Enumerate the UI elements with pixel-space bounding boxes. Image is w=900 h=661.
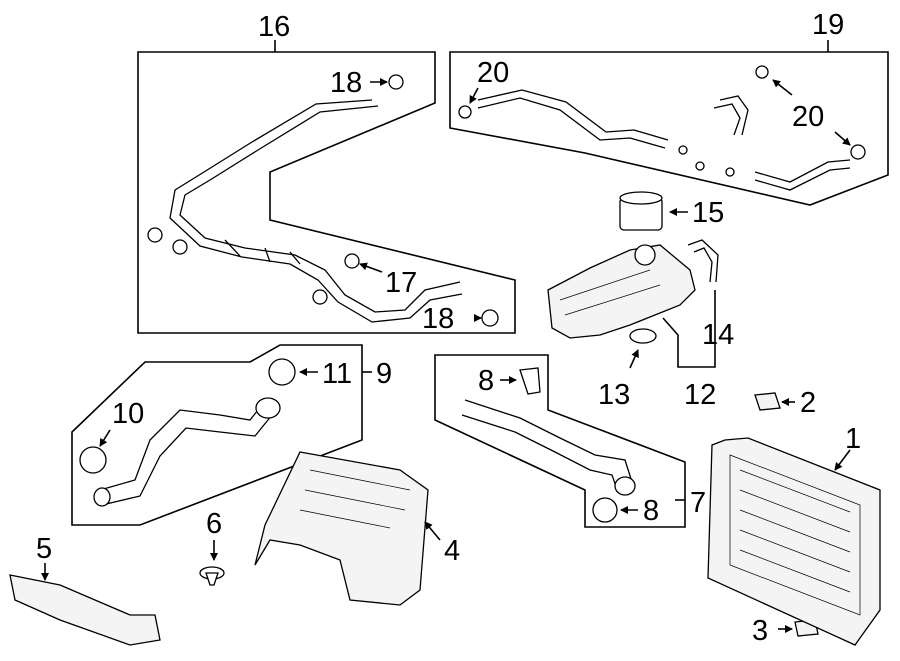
callout-20: 20 [792, 101, 824, 133]
group-19-hose-box [449, 40, 889, 206]
callout-14: 14 [702, 319, 734, 351]
callout-18: 18 [422, 303, 454, 335]
callout-11: 11 [322, 358, 352, 390]
callout-13: 13 [598, 379, 630, 411]
clamp-icon [147, 74, 499, 327]
callout-2: 2 [800, 387, 816, 419]
group-16-heater-hose-box [137, 40, 516, 334]
callout-12: 12 [684, 379, 716, 411]
callout-4: 4 [444, 535, 460, 567]
callout-7: 7 [690, 487, 706, 519]
callout-1: 1 [845, 423, 861, 455]
callout-8: 8 [643, 495, 659, 527]
air-deflector-shroud [254, 451, 441, 606]
callout-19: 19 [812, 9, 844, 41]
callout-9: 9 [376, 358, 392, 390]
callout-10: 10 [112, 398, 144, 430]
leader-12-bracket [662, 290, 716, 368]
group-7-hose-box [434, 354, 686, 528]
callout-20: 20 [477, 57, 509, 89]
reservoir-hose [687, 239, 719, 283]
group-9-hose-box [71, 344, 372, 526]
callout-6: 6 [206, 508, 222, 540]
coolant-reservoir [547, 244, 696, 339]
callout-5: 5 [36, 533, 52, 565]
lower-bracket [9, 563, 161, 646]
callout-17: 17 [385, 267, 417, 299]
reservoir-cap [619, 191, 688, 231]
radiator [707, 437, 881, 646]
callout-3: 3 [752, 615, 768, 647]
push-pin-fastener [199, 540, 225, 586]
radiator-mount-pad-upper [754, 392, 795, 411]
callout-16: 16 [258, 11, 290, 43]
callout-18: 18 [330, 67, 362, 99]
callout-8: 8 [478, 365, 494, 397]
callout-labels: 16 18 17 18 19 20 20 15 14 13 12 11 9 10… [36, 9, 861, 647]
callout-15: 15 [692, 197, 724, 229]
reservoir-cap-small [629, 328, 657, 369]
